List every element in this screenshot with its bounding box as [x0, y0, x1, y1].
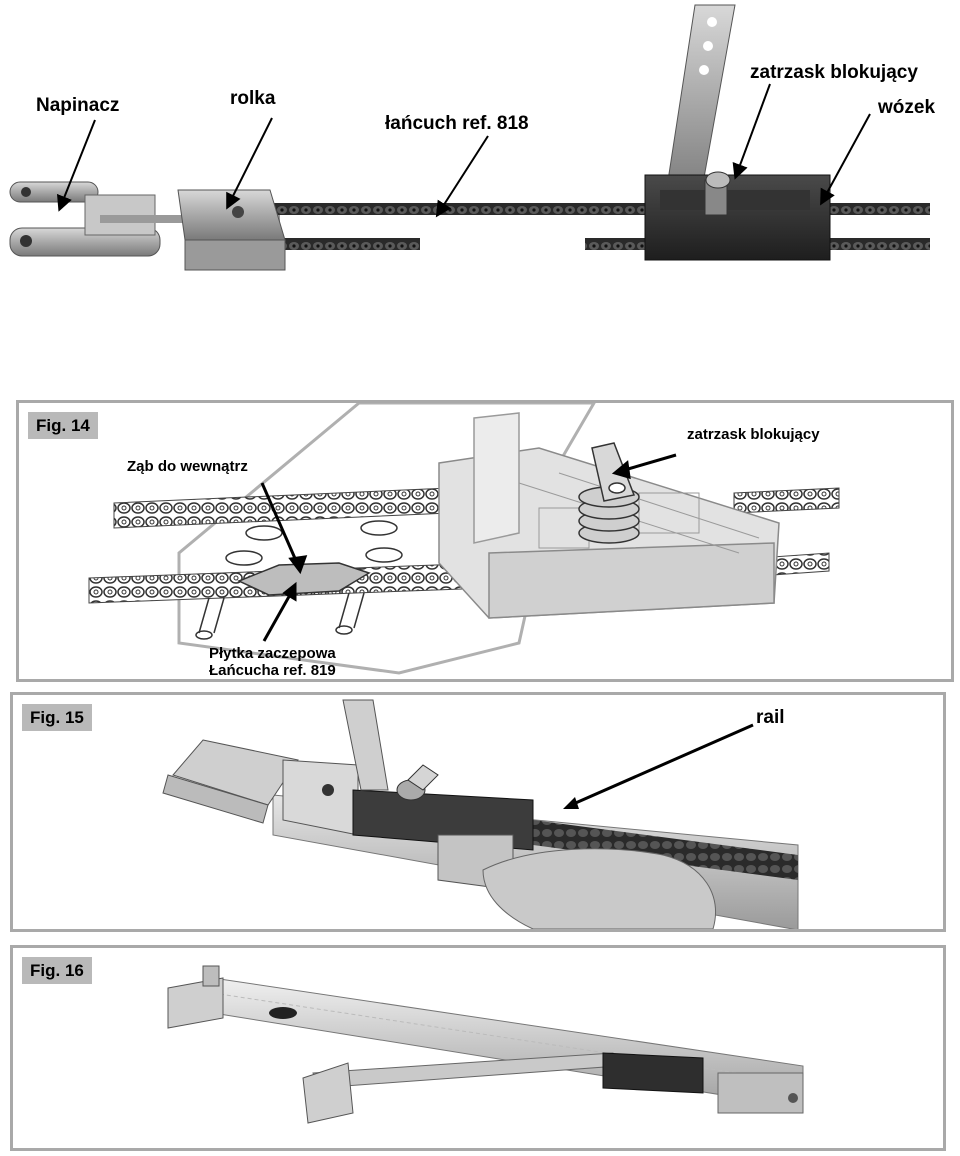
- arrow-zatrzask-top: [732, 83, 771, 180]
- fig14-panel: Fig. 14 Ząb do wewnątrz zatrzask blokują…: [16, 400, 954, 682]
- top-photo: Napinacz rolka łańcuch ref. 818 zatrzask…: [0, 0, 960, 300]
- label-rail: rail: [756, 707, 785, 728]
- top-arrows: [57, 83, 871, 218]
- fig16-tag: Fig. 16: [22, 957, 92, 984]
- label-napinacz: Napinacz: [36, 95, 120, 116]
- arrow-napinacz: [57, 119, 96, 212]
- arrow-lancuch: [435, 135, 489, 218]
- fig16-panel: Fig. 16: [10, 945, 946, 1151]
- label-zatrzask-fig14: zatrzask blokujący: [687, 426, 820, 443]
- label-plytka-line1: Płytka zaczepowa: [209, 645, 336, 662]
- label-rolka: rolka: [230, 88, 276, 109]
- label-plytka-line2: Łańcucha ref. 819: [209, 662, 336, 679]
- arrow-wozek: [820, 113, 871, 206]
- label-wozek: wózek: [878, 97, 936, 118]
- fig14-tag: Fig. 14: [28, 412, 98, 439]
- fig15-panel: Fig. 15 rail: [10, 692, 946, 932]
- fig16-photo: [167, 965, 804, 1124]
- chain-assembly-photo: [9, 4, 930, 271]
- label-lancuch: łańcuch ref. 818: [385, 113, 529, 134]
- label-zatrzask-top: zatrzask blokujący: [750, 62, 918, 83]
- fig15-tag: Fig. 15: [22, 704, 92, 731]
- fig15-photo: [162, 699, 799, 929]
- fig14-drawing: [88, 403, 840, 675]
- label-zab: Ząb do wewnątrz: [127, 458, 248, 475]
- arrow-rolka: [226, 117, 273, 210]
